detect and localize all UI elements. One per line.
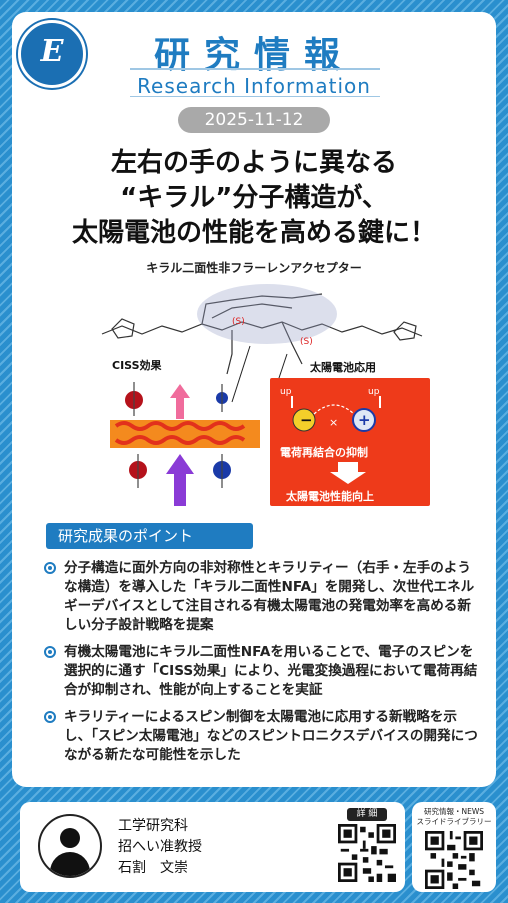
bullet-icon — [44, 711, 56, 723]
details-qr-block[interactable]: 詳 細 — [336, 808, 398, 882]
position: 招へい准教授 — [118, 839, 202, 855]
pink-arrow — [170, 384, 190, 419]
figure-title: キラル二面性非フラーレンアクセプター — [146, 261, 362, 275]
date-badge: 2025-11-12 — [178, 107, 330, 133]
suppress-label: 電荷再結合の抑制 — [280, 445, 368, 459]
researcher-name: 石割 文崇 — [118, 860, 188, 876]
headline-line-2: “キラル”分子構造が、 — [120, 183, 388, 213]
bullet-icon — [44, 562, 56, 574]
list-item: 分子構造に面外方向の非対称性とキラリティー（右手・左手のような構造）を導入した「… — [42, 559, 482, 635]
page-title: 研究情報 — [153, 35, 354, 76]
headline-line-1: 左右の手のように異なる — [110, 148, 397, 178]
list-item: キラリティーによるスピン制御を太陽電池に応用する新戦略を示し、「スピン太陽電池」… — [42, 708, 482, 765]
plus-sign: + — [358, 411, 371, 429]
research-figure: (S) (S) CISS効果 太陽電池応用 up up − + × — [101, 284, 430, 506]
subtitle-divider — [130, 96, 380, 97]
qr-code-icon[interactable] — [425, 831, 483, 889]
plus-charge — [352, 408, 376, 432]
points-list: 分子構造に面外方向の非対称性とキラリティー（右手・左手のような構造）を導入した「… — [42, 559, 482, 773]
headline-line-3: 太陽電池の性能を高める鍵に！ — [71, 218, 436, 248]
solar-panel — [270, 378, 430, 506]
down-arrow — [330, 462, 366, 484]
minus-charge — [292, 408, 316, 432]
pointer-line-left — [231, 345, 251, 403]
library-label: 研究情報・NEWS スライドライブラリー — [416, 807, 492, 826]
content-card: E 研究情報 Research Information 2025-11-12 左… — [12, 12, 496, 787]
researcher-info: 工学研究科 招へい准教授 石割 文崇 — [118, 816, 202, 879]
purple-arrow — [166, 454, 194, 506]
avatar-icon — [38, 814, 102, 878]
molecule-shadow — [197, 284, 337, 344]
section-heading: 研究成果のポイント — [46, 523, 253, 549]
improve-label: 太陽電池性能向上 — [285, 489, 374, 503]
title-divider — [130, 68, 380, 70]
molecule-structure — [101, 293, 423, 375]
up-label-right: up — [368, 387, 380, 397]
minus-sign: − — [300, 411, 313, 429]
bullet-icon — [44, 646, 56, 658]
details-label: 詳 細 — [347, 808, 387, 821]
ciss-label: CISS効果 — [112, 358, 162, 372]
qr-code-icon[interactable] — [338, 824, 396, 882]
s-label-right: (S) — [300, 337, 313, 347]
list-item: 有機太陽電池にキラル二面性NFAを用いることで、電子のスピンを選択的に通す「CI… — [42, 643, 482, 700]
cross-mark: × — [329, 416, 338, 429]
s-label-left: (S) — [232, 317, 245, 327]
solar-label: 太陽電池応用 — [309, 360, 376, 374]
researcher-card: 工学研究科 招へい准教授 石割 文崇 詳 細 — [20, 802, 405, 892]
headline: 左右の手のように異なる “キラル”分子構造が、 太陽電池の性能を高める鍵に！ — [12, 146, 496, 251]
up-label-left: up — [280, 387, 292, 397]
affiliation: 工学研究科 — [118, 818, 188, 834]
library-qr-block[interactable]: 研究情報・NEWS スライドライブラリー — [412, 802, 496, 892]
page-subtitle: Research Information — [137, 74, 371, 98]
university-logo: E — [18, 20, 86, 88]
